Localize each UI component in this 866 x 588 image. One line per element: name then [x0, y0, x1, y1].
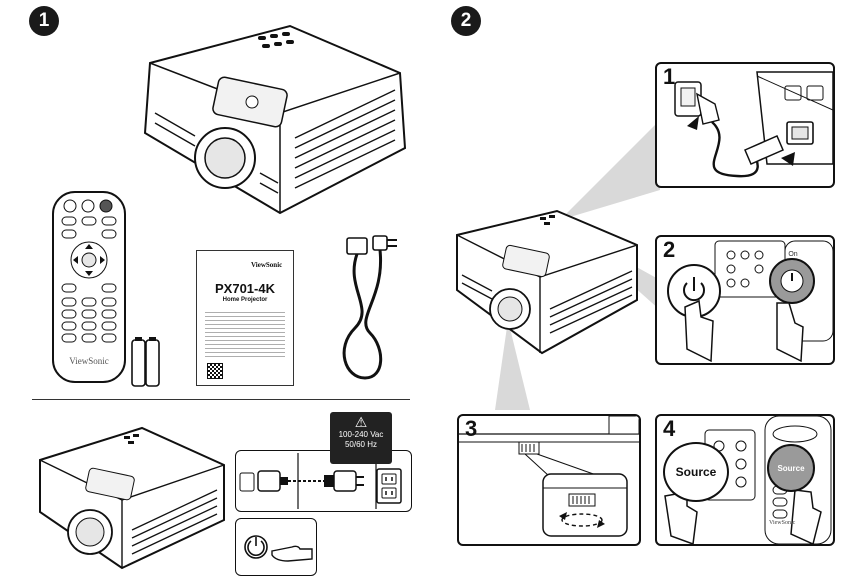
section-divider [32, 399, 410, 400]
warning-triangle-icon: ⚠ [354, 414, 368, 430]
panel-3-illustration-icon [459, 416, 639, 537]
remote-brand-label: ViewSonic [69, 356, 109, 366]
voltage-label: 100-240 Vac [338, 430, 384, 439]
wall-outlet [376, 468, 402, 504]
panel-adjust-focus: 3 [457, 414, 641, 546]
panel-connect-power: 1 [655, 62, 835, 188]
quick-start-booklet: ViewSonic PX701-4K Home Projector [196, 250, 294, 386]
panel-1-illustration-icon [674, 71, 833, 178]
booklet-subtitle: Home Projector [222, 297, 268, 303]
panel-2-illustration-icon [667, 240, 833, 363]
booklet-qr-icon [207, 363, 223, 379]
source-button-remote-label: Source [777, 463, 805, 473]
power-cord-icon [342, 235, 397, 380]
projector-illustration-right [452, 205, 642, 355]
panel-select-source: 4 Source Source ViewSonic [655, 414, 835, 546]
remote-control: ViewSonic [50, 190, 128, 385]
panel-4-remote-brand: ViewSonic [769, 520, 796, 526]
panel-4-number: 4 [663, 416, 676, 441]
panel-power-on: 2 On [655, 235, 835, 365]
projector-right-icon [456, 209, 638, 355]
booklet-brand: ViewSonic [251, 261, 283, 269]
frequency-label: 50/60 Hz [344, 440, 378, 449]
power-button-press-icon [244, 535, 313, 562]
source-button-large-label: Source [675, 465, 717, 479]
booklet-text-lines [205, 309, 285, 357]
step-badge-1-text: 1 [38, 10, 50, 31]
projector-bottom-icon [39, 426, 225, 570]
on-label: On [788, 251, 798, 258]
projector-main-icon [143, 24, 407, 215]
projector-illustration-main [130, 18, 415, 216]
source-button-large: Source [663, 442, 729, 502]
step-badge-2: 2 [451, 6, 481, 36]
voltage-warning-callout: ⚠ 100-240 Vac 50/60 Hz [330, 412, 392, 464]
step-badge-1: 1 [29, 6, 59, 36]
booklet-model: PX701-4K [215, 281, 275, 296]
plug-cable-icon [239, 453, 377, 509]
power-cord [325, 228, 405, 388]
power-button-press [235, 518, 317, 576]
wall-outlet-icon [376, 468, 402, 504]
panel-2-number: 2 [663, 237, 676, 262]
panel-3-number: 3 [465, 416, 478, 441]
remote-control-icon [52, 191, 126, 383]
batteries [131, 336, 161, 388]
step-badge-2-text: 2 [460, 10, 472, 31]
projector-illustration-bottom [32, 420, 232, 570]
source-button-remote: Source [767, 444, 815, 492]
battery-icon [131, 337, 160, 387]
panel-1-number: 1 [663, 64, 676, 89]
